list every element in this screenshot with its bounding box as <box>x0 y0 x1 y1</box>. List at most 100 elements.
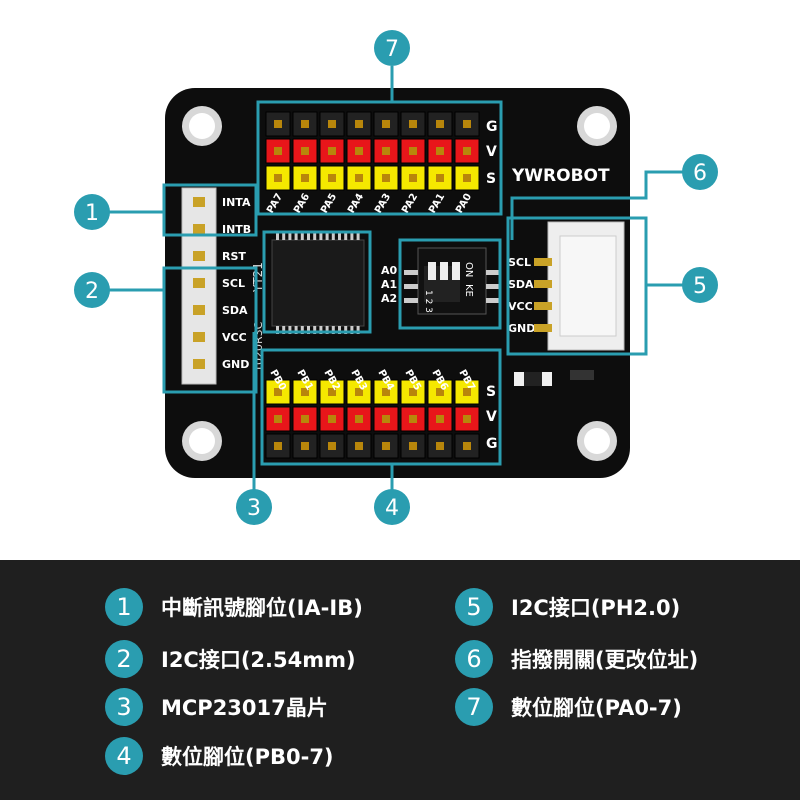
mount-hole <box>577 421 617 461</box>
legend-number-badge: 5 <box>455 588 493 626</box>
callout-marker: 5 <box>682 267 718 303</box>
header-label: INTA <box>222 196 251 209</box>
pin-ground <box>400 111 426 137</box>
header-pin <box>193 251 205 261</box>
row-label-g-bottom: G <box>486 436 498 452</box>
header-label: SCL <box>508 256 531 269</box>
legend-item-3: 3 MCP23017晶片 <box>105 688 328 726</box>
header-label: GND <box>222 358 249 371</box>
chip-leg <box>276 326 279 334</box>
chip-leg <box>350 232 354 240</box>
pin-vcc <box>346 138 372 164</box>
addr-label-a0: A0 <box>381 264 398 277</box>
chip-leg <box>325 326 329 334</box>
dip-numbers: 1 2 3 <box>423 290 433 313</box>
mcp23017-chip <box>271 239 365 327</box>
legend-number-badge: 3 <box>105 688 143 726</box>
chip-leg <box>325 232 329 240</box>
header-label: SDA <box>222 304 248 317</box>
callout-number: 3 <box>247 496 261 521</box>
header-pin <box>534 302 552 310</box>
pin-vcc <box>400 406 426 432</box>
led-body <box>524 372 542 386</box>
dip-leg <box>486 298 500 303</box>
header-label: RST <box>222 250 246 263</box>
legend-text: MCP23017晶片 <box>161 696 328 720</box>
chip-leg <box>331 232 335 240</box>
chip-leg <box>350 326 354 334</box>
pin-vcc <box>454 138 480 164</box>
chip-leg <box>300 326 304 334</box>
header-label: SDA <box>508 278 534 291</box>
pin-ground <box>454 433 480 459</box>
row-label-v-bottom: V <box>486 409 497 425</box>
dip-leg <box>404 270 418 275</box>
pin-signal <box>427 165 453 191</box>
legend-number-badge: 4 <box>105 737 143 775</box>
header-pin <box>193 305 205 315</box>
pin-ground <box>319 111 345 137</box>
chip-leg <box>307 232 310 240</box>
legend-text: I2C接口(2.54mm) <box>161 648 356 672</box>
legend-text: 中斷訊號腳位(IA-IB) <box>161 596 363 620</box>
row-label-s-top: S <box>486 171 496 187</box>
callout-number: 4 <box>385 496 399 521</box>
chip-leg <box>300 232 304 240</box>
box-4 <box>260 348 502 466</box>
header-pin <box>193 224 205 234</box>
leader-lines <box>108 66 684 490</box>
dip-label-on: ON <box>463 262 474 277</box>
pin-signal <box>292 165 318 191</box>
box-7 <box>256 100 503 216</box>
chip-leg <box>307 326 310 334</box>
pin-signal <box>373 165 399 191</box>
pin-ground <box>265 111 291 137</box>
pin-ground <box>427 433 453 459</box>
dip-leg <box>486 284 500 289</box>
callout-number: 5 <box>693 274 707 299</box>
pin-signal <box>346 379 372 405</box>
header-label: INTB <box>222 223 251 236</box>
pin-ground <box>319 433 345 459</box>
dip-legs <box>404 270 500 303</box>
mount-hole <box>182 106 222 146</box>
pin-ground <box>292 111 318 137</box>
header-pin <box>534 258 552 266</box>
dip-leg <box>404 284 418 289</box>
legend-item-7: 7 數位腳位(PA0-7) <box>455 688 682 726</box>
legend-item-5: 5 I2C接口(PH2.0) <box>455 588 680 626</box>
pin-vcc <box>346 406 372 432</box>
pin-signal <box>400 379 426 405</box>
chip-leg <box>294 326 298 334</box>
chip-leg <box>313 326 317 334</box>
addr-label-a1: A1 <box>381 278 397 291</box>
pin-signal <box>346 165 372 191</box>
callout-marker: 3 <box>236 489 272 525</box>
callout-marker: 4 <box>374 489 410 525</box>
callout-number: 6 <box>693 161 707 186</box>
legend-item-2: 2 I2C接口(2.54mm) <box>105 640 356 678</box>
header-label: VCC <box>222 331 247 344</box>
pin-signal <box>292 379 318 405</box>
box-2 <box>162 266 258 394</box>
chip-leg <box>276 232 279 240</box>
pin-signal <box>373 379 399 405</box>
box-3 <box>262 230 372 334</box>
dip-label-ke: KE <box>463 284 474 297</box>
mount-hole <box>577 106 617 146</box>
chip-leg <box>338 326 341 334</box>
pin-vcc <box>373 138 399 164</box>
chip-leg <box>356 326 360 334</box>
header-pin <box>193 278 205 288</box>
brand-logo: YWROBOT <box>511 166 610 186</box>
legend-text: 指撥開關(更改位址) <box>511 648 699 672</box>
callout-number: 2 <box>85 279 99 304</box>
pin-vcc <box>292 406 318 432</box>
header-pin <box>534 280 552 288</box>
pin-signal <box>265 379 291 405</box>
callout-number: 7 <box>385 37 399 62</box>
